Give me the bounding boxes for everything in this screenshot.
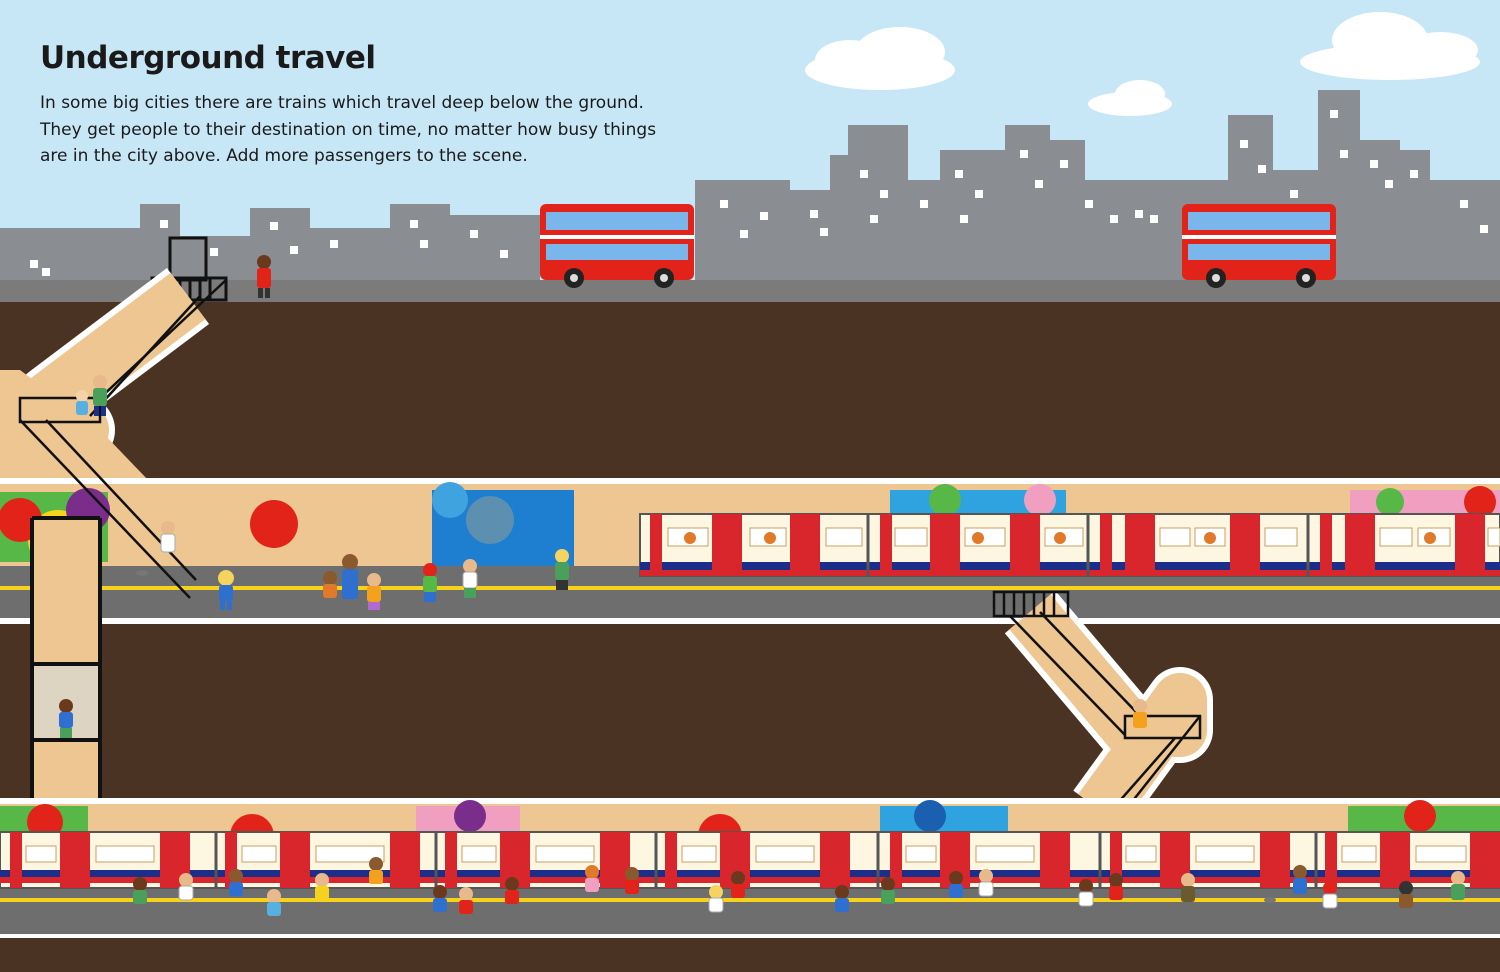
building-windows <box>30 110 1488 276</box>
bus-icon <box>540 204 694 288</box>
mouse-icon <box>136 570 1276 903</box>
cloud-icon <box>1088 80 1172 116</box>
street <box>0 280 1500 302</box>
body-line: are in the city above. Add more passenge… <box>40 146 528 166</box>
lower-safety-line <box>0 898 1500 902</box>
upper-safety-line <box>0 586 1500 590</box>
cloud-icon <box>1300 12 1480 80</box>
middle-passage <box>1004 590 1213 830</box>
passenger-icon <box>59 255 1147 738</box>
lift-shaft-icon <box>30 516 102 914</box>
passenger-icon <box>133 857 1465 916</box>
body-line: They get people to their destination on … <box>40 119 657 140</box>
staircase-icon <box>18 279 227 599</box>
train-icon <box>0 831 1500 889</box>
body-line: In some big cities there are trains whic… <box>40 93 644 113</box>
train-icon <box>639 513 1500 577</box>
page-body-text: In some big cities there are trains whic… <box>40 90 720 170</box>
poster-icon <box>250 500 298 548</box>
page-title: Underground travel <box>40 40 376 76</box>
bus-icon <box>1182 204 1336 288</box>
poster-icon <box>432 482 574 566</box>
cloud-icon <box>805 27 955 90</box>
